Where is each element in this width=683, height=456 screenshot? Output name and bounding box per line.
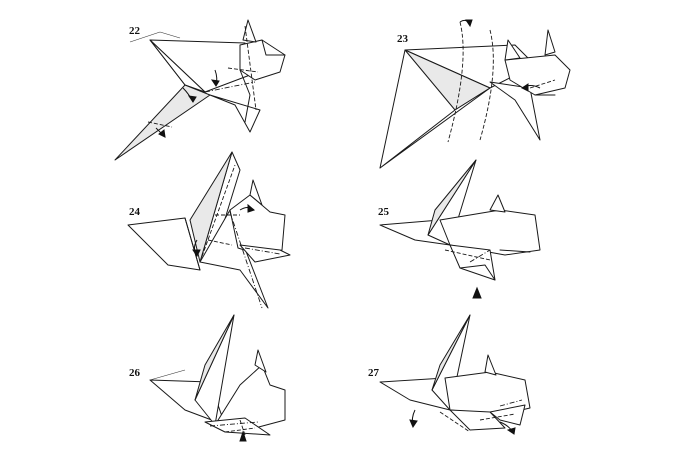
step-number: 22 [129,25,140,37]
step-26-diagram [149,314,286,442]
step-25: 25 [340,150,683,310]
step-number: 23 [397,33,408,45]
step-23-diagram [379,19,571,169]
step-23: 23 [340,0,683,170]
step-number: 27 [368,367,379,379]
step-24-diagram [127,151,291,309]
step-24: 24 [0,150,340,315]
step-22: 22 [0,0,340,161]
step-22-diagram [114,19,286,161]
step-number: 26 [129,367,140,379]
step-26: 26 [0,310,340,456]
step-27: 27 [340,310,683,456]
step-number: 24 [129,206,140,218]
step-number: 25 [378,206,389,218]
step-25-diagram [379,159,541,299]
step-27-diagram [379,314,531,435]
